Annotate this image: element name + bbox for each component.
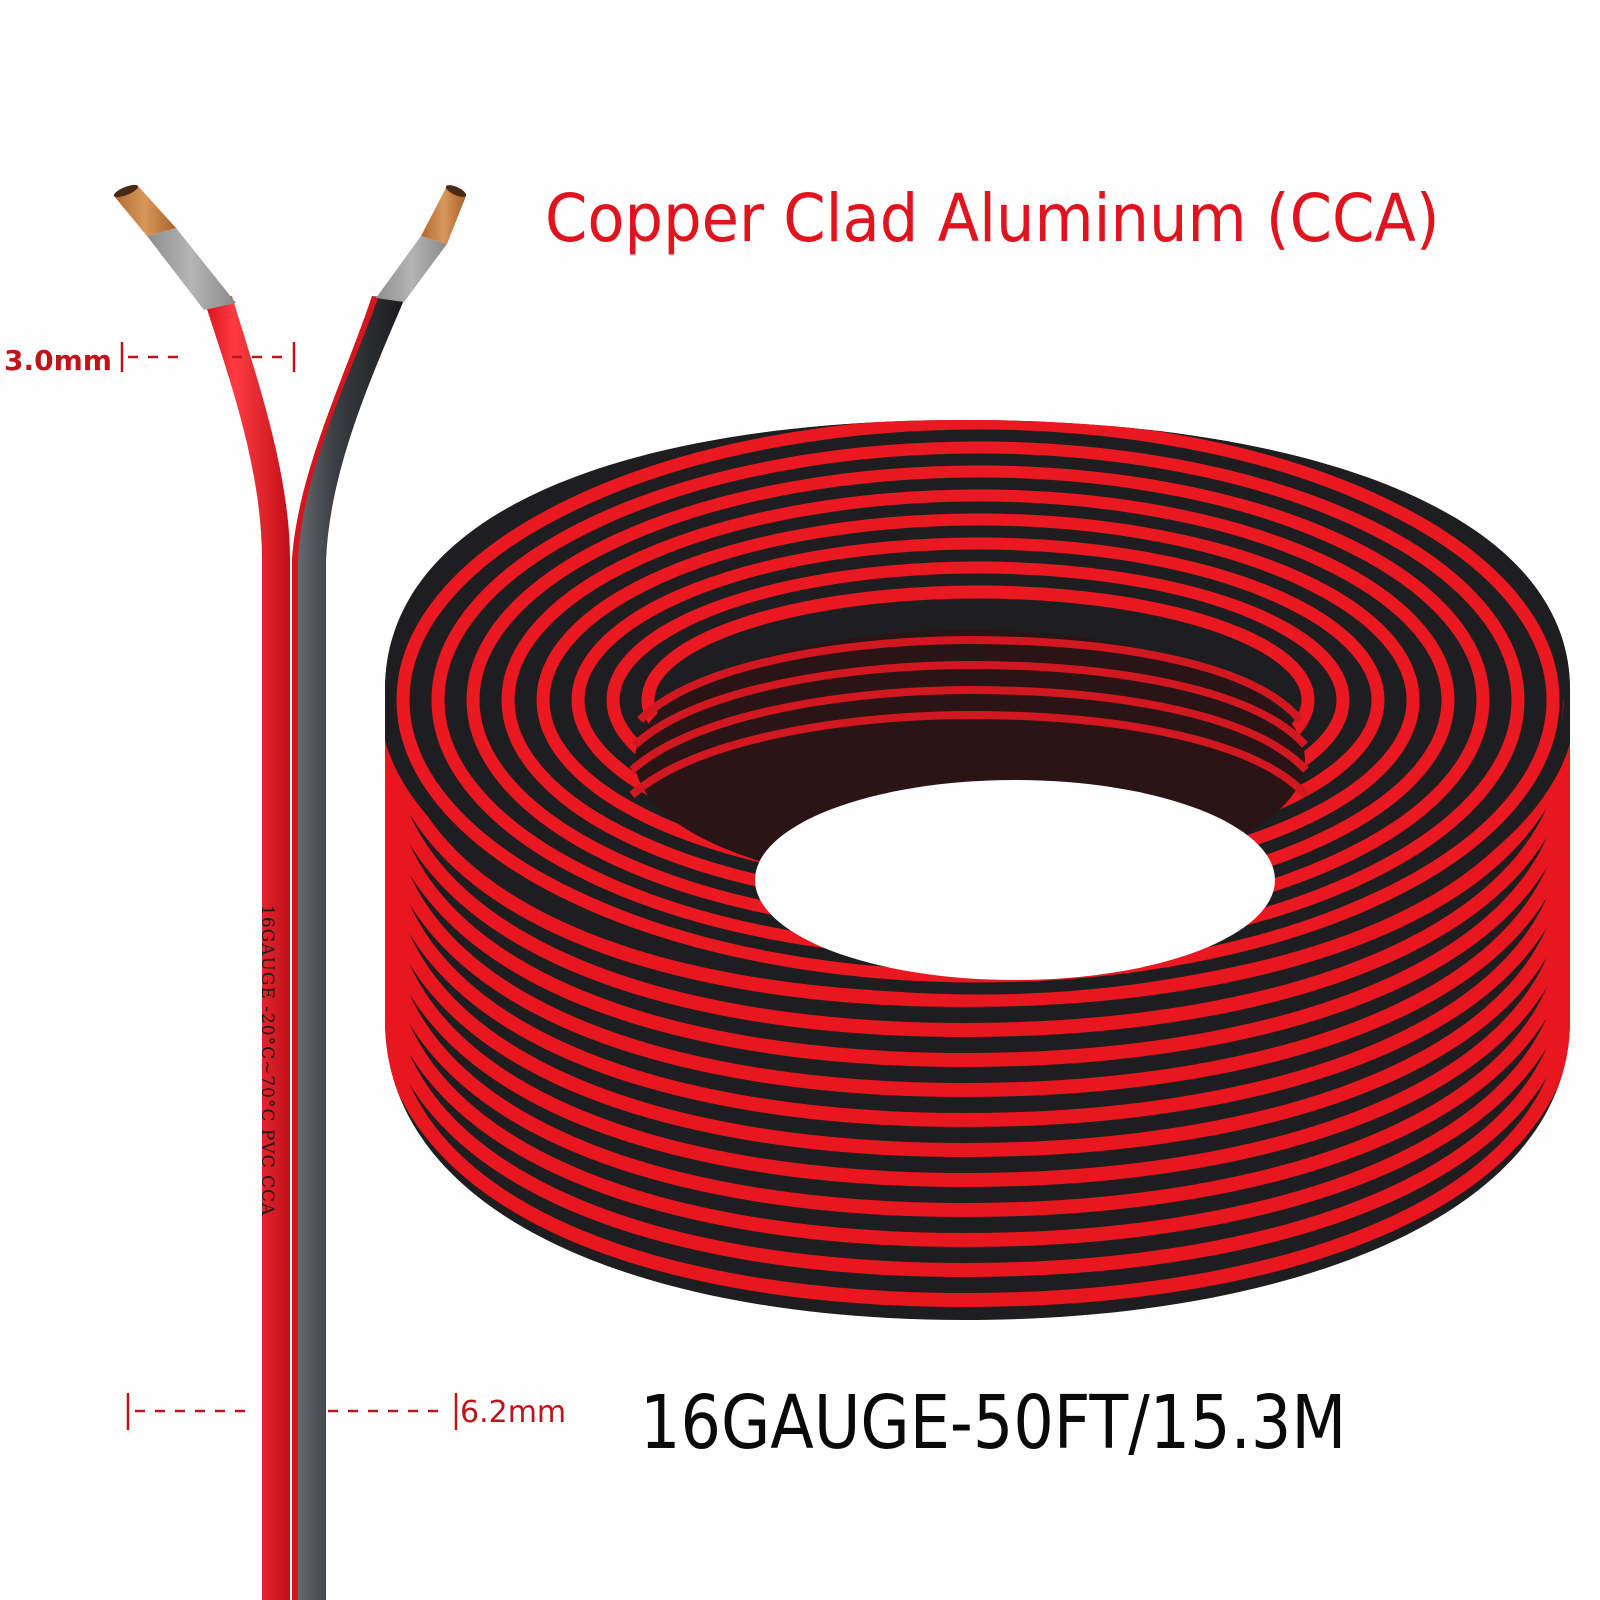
wire-printed-marking: 16GAUGE -20°C~70°C PVC CCA xyxy=(257,905,277,1217)
pair-width-label: 6.2mm xyxy=(460,1395,567,1430)
headline: Copper Clad Aluminum (CCA) xyxy=(545,180,1440,257)
dimension-marks xyxy=(120,342,458,1430)
conductor-width-label: 3.0mm xyxy=(4,344,112,377)
spec-label: 16GAUGE-50FT/15.3M xyxy=(640,1380,1347,1466)
split-wire-pair xyxy=(113,184,467,1600)
wire-coil xyxy=(385,420,1570,1320)
